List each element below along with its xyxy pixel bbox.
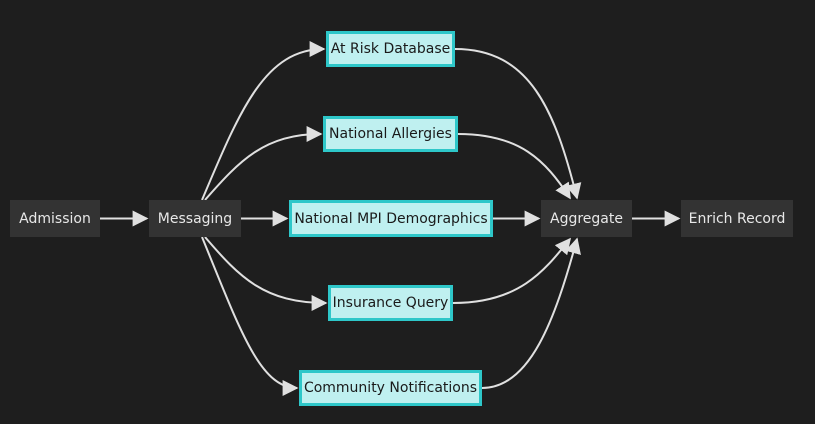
node-national-mpi-demographics[interactable]: National MPI Demographics (289, 200, 493, 237)
node-community-notifications[interactable]: Community Notifications (299, 370, 482, 406)
edge-messaging-to-insurance (204, 236, 328, 311)
edge-community-to-aggregate (481, 237, 581, 389)
edge-at_risk-to-aggregate (454, 48, 582, 200)
node-aggregate[interactable]: Aggregate (541, 200, 632, 237)
edge-messaging-to-at_risk (201, 41, 326, 201)
node-label: Insurance Query (332, 295, 449, 311)
node-label: Community Notifications (303, 380, 478, 396)
node-at-risk-database[interactable]: At Risk Database (326, 31, 455, 67)
node-admission[interactable]: Admission (10, 200, 100, 237)
node-label: National Allergies (329, 126, 452, 142)
node-messaging[interactable]: Messaging (149, 200, 241, 237)
node-label: Admission (19, 210, 91, 227)
node-label: Enrich Record (688, 210, 786, 227)
node-enrich-record[interactable]: Enrich Record (681, 200, 793, 237)
node-insurance-query[interactable]: Insurance Query (328, 285, 453, 321)
node-label: National MPI Demographics (294, 210, 488, 227)
edge-insurance-to-aggregate (452, 237, 572, 304)
edge-allergies-to-aggregate (457, 133, 571, 200)
edge-messaging-to-allergies (204, 126, 323, 201)
node-label: Aggregate (550, 210, 623, 227)
node-label: Messaging (157, 210, 233, 227)
edge-messaging-to-community (201, 236, 299, 396)
node-label: At Risk Database (330, 41, 451, 57)
node-national-allergies[interactable]: National Allergies (323, 116, 458, 152)
